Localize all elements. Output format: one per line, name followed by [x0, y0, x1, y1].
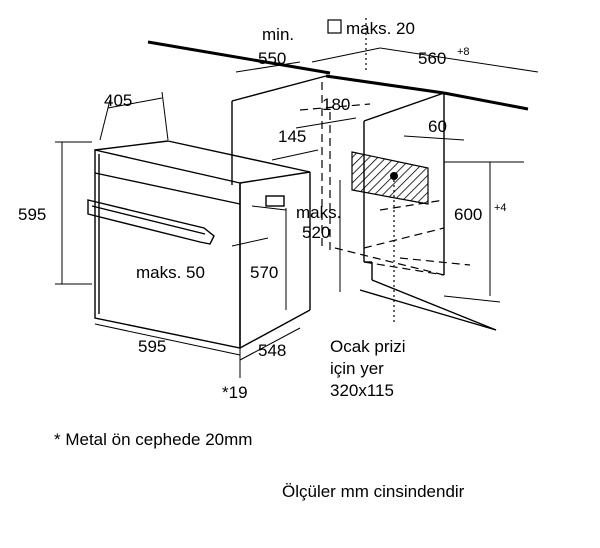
oven-control-strip [94, 172, 241, 205]
label-570: 570 [250, 263, 278, 282]
floor-line [359, 289, 497, 331]
dim-405-line [107, 97, 163, 109]
oven-hinge [265, 195, 285, 207]
label-560: 560 [418, 49, 446, 68]
dim-maks50-line [231, 237, 269, 247]
inner-dash-6 [379, 199, 445, 211]
worktop-edge-right [443, 91, 529, 111]
dim-405-ext1 [99, 99, 111, 141]
label-maks520-text: maks. [296, 203, 341, 222]
oven-front [94, 149, 241, 349]
dim-560-line-left [311, 47, 381, 63]
label-600-tolerance: +4 [494, 202, 507, 214]
socket-note-line2: için yer [330, 359, 384, 378]
labels: min. 550 maks. 20 560 +8 405 180 145 60 … [18, 19, 507, 501]
label-60: 60 [428, 117, 447, 136]
dim-548-line [239, 327, 301, 361]
dim-145-line [271, 149, 319, 161]
cabinet-top-back [325, 75, 445, 94]
label-145: 145 [278, 127, 306, 146]
socket-area [351, 151, 429, 205]
oven-hinge-line [251, 205, 287, 211]
label-595-vertical: 595 [18, 205, 46, 224]
dim-180-line [295, 117, 357, 129]
cabinet-top-left [231, 75, 327, 102]
inner-dash-7 [399, 257, 471, 266]
label-maks50: maks. 50 [136, 263, 205, 282]
inner-dash-2 [299, 103, 371, 111]
oven-top-left [94, 140, 169, 151]
label-560-tolerance: +8 [457, 46, 470, 58]
socket-note-line1: Ocak prizi [330, 337, 406, 356]
label-180: 180 [322, 95, 350, 114]
label-405: 405 [104, 91, 132, 110]
dim-595h-line [94, 323, 241, 356]
label-star19: *19 [222, 383, 248, 402]
label-550: 550 [258, 49, 286, 68]
dim-405-ext2 [161, 91, 169, 141]
dim-550-line [235, 61, 301, 73]
label-maks20: maks. 20 [346, 19, 415, 38]
dim-600-ext2 [443, 295, 501, 303]
oven-side-bottom [239, 309, 311, 349]
dim-560-line [379, 47, 539, 73]
footnote-units: Ölçüler mm cinsindendir [282, 482, 465, 501]
dim-60-line [403, 135, 465, 141]
label-520: 520 [302, 223, 330, 242]
label-600: 600 [454, 205, 482, 224]
oven-handle [87, 199, 215, 245]
oven-handle-line [91, 205, 206, 235]
socket-marker [390, 172, 398, 180]
oven-top-back [167, 140, 311, 173]
footnote-metal-front: * Metal ön cephede 20mm [54, 430, 252, 449]
inner-dash-5 [363, 227, 445, 249]
label-595-horizontal: 595 [138, 337, 166, 356]
cabinet-top-right [363, 92, 445, 122]
cabinet-outline [147, 18, 529, 331]
square-icon [327, 19, 342, 34]
label-548: 548 [258, 341, 286, 360]
dimension-lines [55, 47, 539, 378]
inner-dash-8 [363, 261, 445, 276]
socket-note-line3: 320x115 [330, 381, 394, 400]
worktop-edge-left [147, 40, 331, 75]
oven-outline [87, 140, 311, 349]
inner-dash-4 [334, 247, 445, 276]
cabinet-plinth [371, 279, 497, 331]
label-min: min. [262, 25, 294, 44]
oven-top-right [239, 171, 311, 184]
